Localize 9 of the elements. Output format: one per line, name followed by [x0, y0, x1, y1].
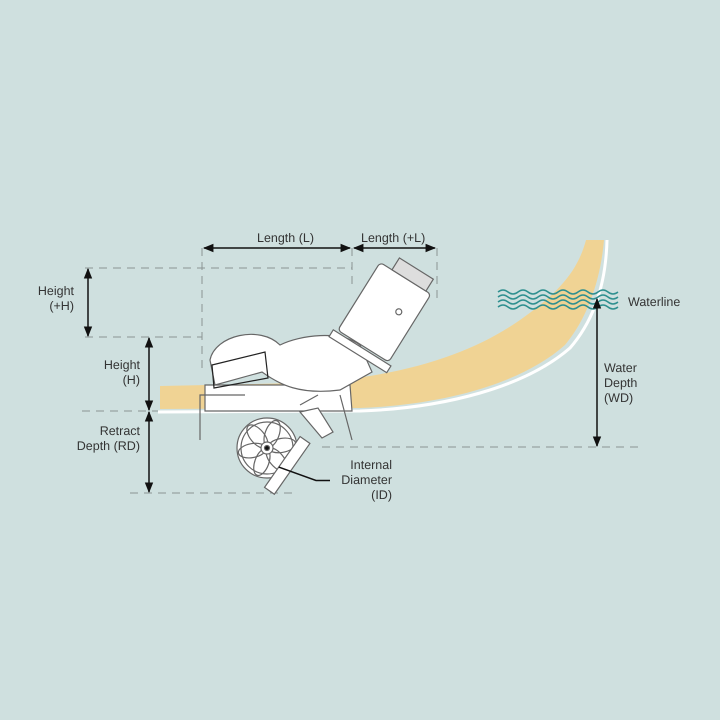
dimension-label: Retract Depth (RD) [76, 424, 140, 454]
dimension-label: Waterline [628, 295, 682, 310]
dimension-label: Length (L) [257, 231, 315, 246]
part-label: Internal Diameter (ID) [322, 458, 392, 503]
dimension-label: Height (H) [102, 358, 140, 388]
dimension-label: Height (+H) [36, 284, 74, 314]
leader-line [278, 466, 330, 482]
dimension-label: Length (+L) [361, 231, 426, 246]
dimension-label: Water Depth (WD) [604, 361, 638, 406]
